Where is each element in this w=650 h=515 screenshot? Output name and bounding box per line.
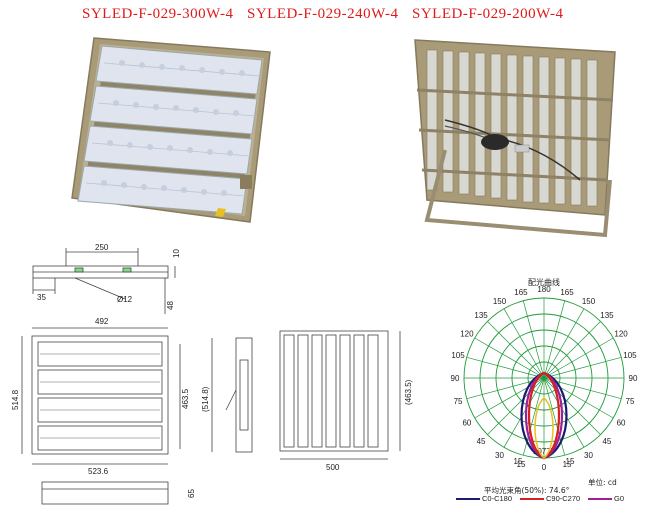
dim-48: 48: [166, 301, 175, 310]
polar-spoke: [466, 356, 545, 379]
polar-spoke: [543, 321, 601, 379]
polar-angle-label-right: 15: [563, 460, 572, 469]
polar-angle-label-left: 165: [514, 288, 528, 297]
dim-500: 500: [326, 463, 340, 472]
top-view-drawing: 250 10 35 Ø12 48: [32, 244, 181, 314]
polar-light-distribution-diagram: 1801651501351201059075604530151651501351…: [451, 286, 638, 471]
dim-250: 250: [95, 244, 109, 252]
front-view-drawing: 492 514.8 463.5 523.6 65: [11, 317, 196, 505]
polar-angle-label-left: 120: [460, 330, 474, 339]
legend-c0-label: C0-C180: [482, 494, 513, 503]
polar-title: 配光曲线: [528, 278, 560, 287]
polar-angle-label-left: 45: [477, 437, 486, 446]
back-view-drawing: 500 (463.5): [279, 330, 413, 472]
legend-g0-label: G0: [614, 494, 625, 503]
polar-angle-label-right: 135: [600, 311, 614, 320]
polar-spoke: [543, 337, 614, 379]
dim-463-5-paren: (463.5): [404, 379, 413, 405]
dim-514-8: 514.8: [11, 389, 20, 410]
polar-angle-label-left: 150: [493, 297, 507, 306]
polar-spoke: [522, 300, 545, 379]
polar-angle-label-right: 60: [617, 419, 626, 428]
polar-spoke: [487, 377, 545, 435]
polar-angle-label-right: 30: [584, 451, 593, 460]
back-product-photo: [414, 39, 616, 238]
legend-c0-swatch: [456, 497, 480, 500]
dim-35: 35: [37, 293, 46, 302]
legend-c90-swatch: [520, 497, 544, 500]
unit-note: 单位: cd: [588, 478, 617, 487]
front-product-photo: [71, 37, 271, 223]
polar-spoke: [543, 377, 585, 448]
polar-angle-label-right: 105: [623, 351, 637, 360]
dim-523-6: 523.6: [88, 467, 109, 476]
polar-spoke: [487, 321, 545, 379]
led-module-rows: [77, 45, 263, 215]
polar-bottom-label: 0: [542, 463, 547, 471]
dim-65: 65: [187, 489, 196, 498]
polar-angle-label-left: 75: [454, 397, 463, 406]
polar-bottom-label: 15: [566, 457, 575, 466]
polar-angle-label-right: 45: [602, 437, 611, 446]
polar-spoke: [543, 356, 622, 379]
dim-514-8-paren: (514.8): [201, 386, 210, 412]
model-title-200w: SYLED-F-029-200W-4: [412, 6, 564, 22]
polar-spoke: [503, 308, 545, 379]
dim-463-5: 463.5: [181, 388, 190, 409]
dim-10: 10: [172, 249, 181, 258]
polar-angle-label-left: 30: [495, 451, 504, 460]
polar-angle-label-left: 15: [517, 460, 526, 469]
polar-spoke: [474, 337, 545, 379]
polar-angle-label-right: 120: [614, 330, 628, 339]
polar-spoke: [503, 377, 545, 448]
polar-angle-label-left: 60: [462, 419, 471, 428]
polar-spoke: [543, 300, 566, 379]
polar-angle-label-left: 135: [474, 311, 488, 320]
polar-angle-label-right: 75: [626, 397, 635, 406]
legend-c90-label: C90-C270: [546, 494, 581, 503]
legend-c0: C0-C180: [456, 494, 512, 503]
beam-angle-note: 平均光束角(50%): 74.6°: [484, 486, 570, 495]
model-title-240w: SYLED-F-029-240W-4: [247, 6, 399, 22]
polar-angle-label-right: 150: [582, 297, 596, 306]
legend-g0: G0: [588, 494, 624, 503]
model-title-300w: SYLED-F-029-300W-4: [82, 6, 234, 22]
polar-max-value: 10777: [533, 447, 556, 456]
polar-spoke: [543, 377, 601, 435]
polar-angle-label-left: 180: [537, 286, 551, 294]
legend-c90: C90-C270: [520, 494, 580, 503]
side-view-drawing: (514.8): [201, 337, 253, 453]
polar-angle-label-right: 90: [629, 374, 638, 383]
polar-angle-label-left: 90: [451, 374, 460, 383]
polar-angle-label-right: 165: [560, 288, 574, 297]
polar-bottom-label: 15: [514, 457, 523, 466]
curve-accent: [534, 397, 554, 459]
dim-phi12: Ø12: [117, 295, 133, 304]
dim-492: 492: [95, 317, 109, 326]
polar-spoke: [543, 308, 585, 379]
legend-g0-swatch: [588, 497, 612, 500]
polar-angle-label-left: 105: [451, 351, 465, 360]
